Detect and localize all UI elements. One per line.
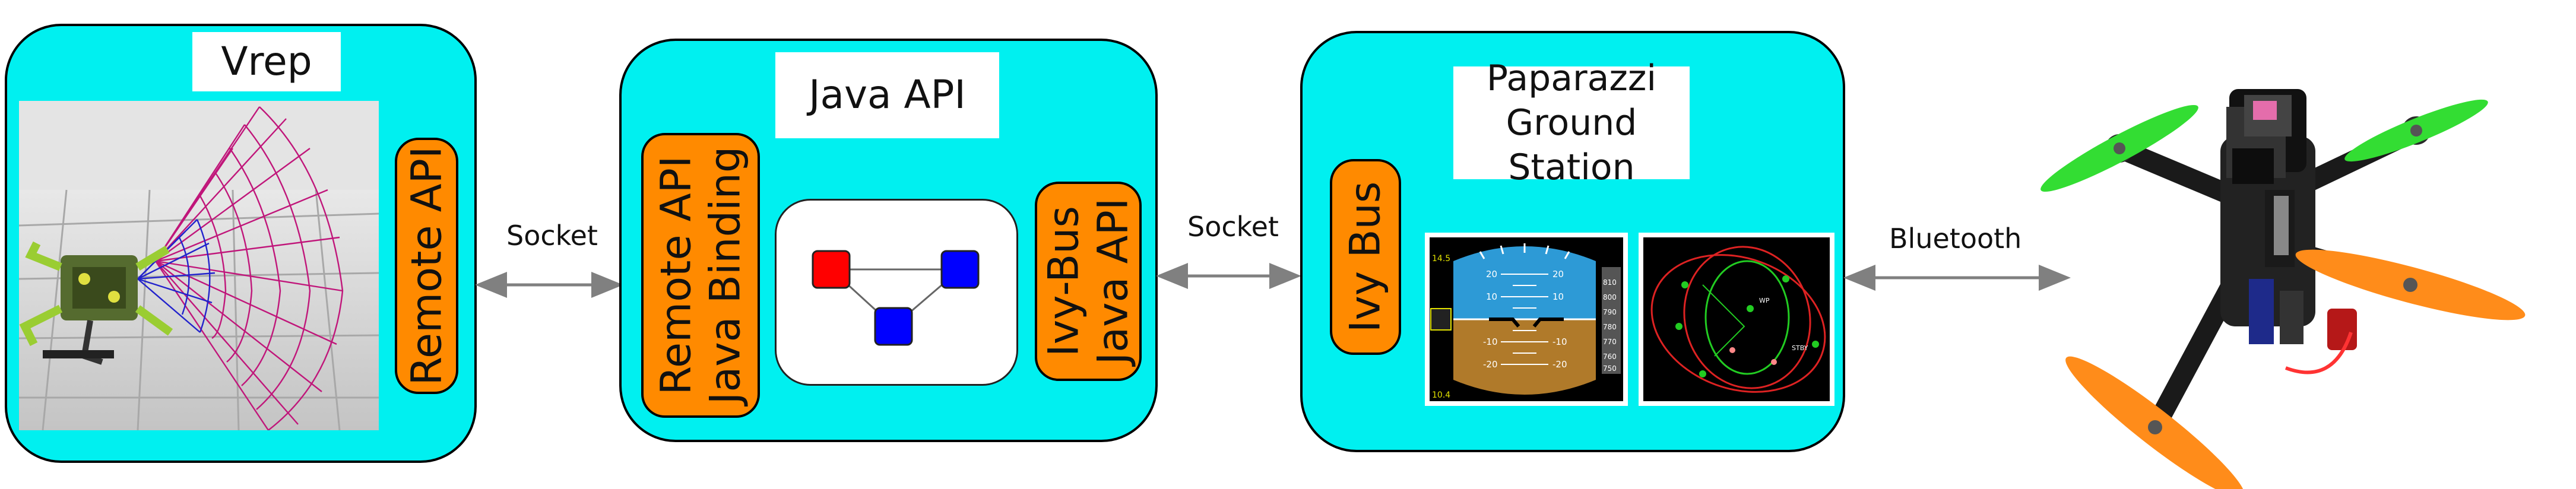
svg-text:790: 790 [1603,308,1617,316]
svg-text:20: 20 [1552,269,1564,280]
svg-text:10: 10 [1486,291,1497,302]
svg-text:780: 780 [1603,323,1617,331]
remote-api-java-binding-box: Remote API Java Binding [641,133,760,418]
java-api-line: Java API [1088,198,1137,365]
svg-text:810: 810 [1603,278,1617,287]
svg-text:10.4: 10.4 [1432,390,1450,400]
svg-text:STBY: STBY [1792,344,1808,352]
attitude-indicator-graphic: 20 20 10 10 -10 -10 -20 -20 810 800 790 780 770… [1430,237,1623,401]
svg-text:-20: -20 [1552,359,1567,370]
svg-text:10: 10 [1552,291,1564,302]
attitude-indicator-icon: 20 20 10 10 -10 -10 -20 -20 810 800 790 780 770… [1425,233,1628,406]
vrep-title: Vrep [192,32,341,91]
paparazzi-title-line2: Ground Station [1506,101,1637,188]
socket-arrow-2 [1156,263,1301,289]
ivy-bus-java-api-label: Ivy-Bus Java API [1039,198,1137,365]
network-graph-icon [775,199,1018,386]
svg-text:770: 770 [1603,338,1617,346]
svg-text:14.5: 14.5 [1432,254,1450,263]
socket-arrow-1 [475,272,623,298]
svg-text:760: 760 [1603,353,1617,361]
orbit-display-icon: WP STBY [1639,233,1834,406]
svg-text:-20: -20 [1483,359,1498,370]
bluetooth-label: Bluetooth [1889,223,2022,255]
remote-api-java-binding-label: Remote API Java Binding [651,147,749,405]
paparazzi-title-line1: Paparazzi [1486,57,1657,99]
ivy-bus-line: Ivy-Bus [1039,206,1088,357]
svg-text:WP: WP [1759,297,1770,304]
paparazzi-title: Paparazzi Ground Station [1453,58,1690,188]
remote-api-box: Remote API [395,138,458,394]
ivy-bus-label: Ivy Bus [1341,181,1390,333]
remote-api-line: Remote API [651,155,701,395]
svg-text:800: 800 [1603,293,1617,301]
svg-text:-10: -10 [1552,336,1567,347]
quadcopter-photo-icon [2040,89,2526,489]
ivy-bus-java-api-box: Ivy-Bus Java API [1035,182,1142,381]
bluetooth-arrow [1843,265,2071,291]
svg-text:20: 20 [1486,269,1497,280]
remote-api-label: Remote API [402,146,451,386]
socket-label-1: Socket [506,220,598,252]
socket-label-2: Socket [1187,211,1279,243]
java-api-title: Java API [775,52,999,138]
java-binding-line: Java Binding [701,146,749,405]
network-graph-icon-graphic [812,250,980,346]
svg-text:-10: -10 [1483,336,1498,347]
svg-text:750: 750 [1603,364,1617,373]
ivy-bus-box: Ivy Bus [1330,159,1401,355]
orbit-display-graphic: WP STBY [1643,237,1830,401]
simulation-scene-icon [19,101,379,430]
simulation-scene-icon-graphic [19,101,379,430]
